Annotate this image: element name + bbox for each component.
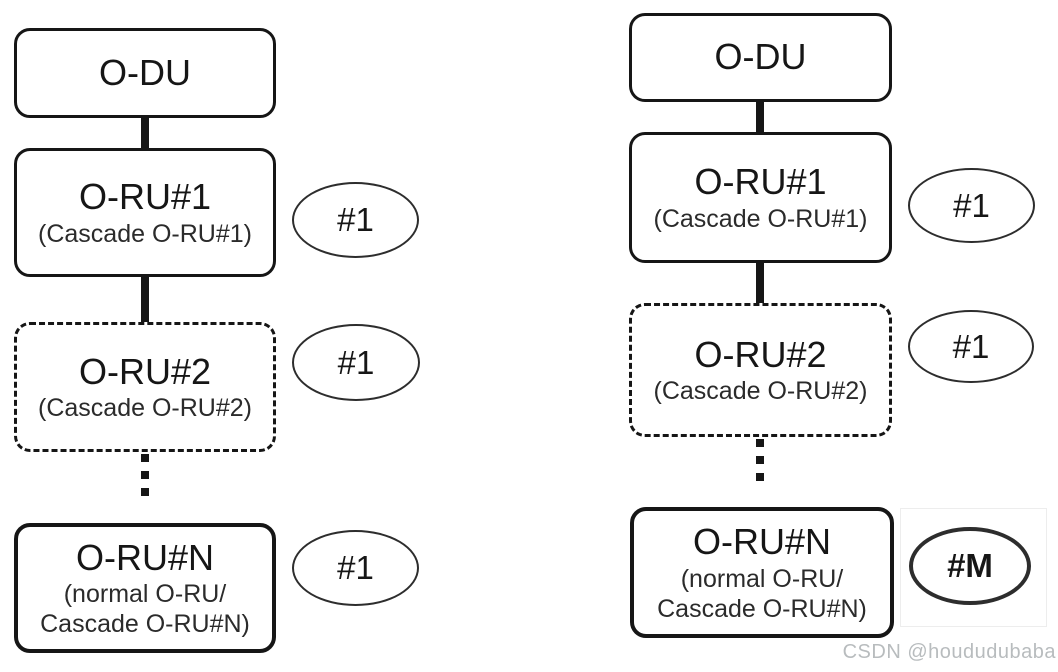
dotted-connector-left [141, 454, 149, 500]
oru2-box-right: O-RU#2 (Cascade O-RU#2) [629, 303, 892, 437]
odu-box-right: O-DU [629, 13, 892, 102]
node-subtitle: (Cascade O-RU#2) [38, 394, 252, 423]
node-title: O-RU#2 [694, 333, 827, 375]
node-subtitle: (normal O-RU/ [680, 564, 844, 593]
odu-box-left: O-DU [14, 28, 276, 118]
node-title: O-RU#N [692, 521, 831, 563]
orun-box-right: O-RU#N (normal O-RU/ Cascade O-RU#N) [630, 507, 894, 638]
connector-oru1-oru2-left [141, 273, 149, 326]
node-title: O-RU#2 [78, 350, 212, 392]
count-ellipse-oru2-right: #1 [908, 310, 1034, 383]
node-subtitle: (Cascade O-RU#2) [653, 377, 868, 406]
node-title: O-RU#1 [78, 176, 212, 218]
node-subtitle: (Cascade O-RU#1) [653, 204, 868, 233]
oru1-box-left: O-RU#1 (Cascade O-RU#1) [14, 148, 276, 277]
node-title: O-DU [99, 51, 191, 93]
node-title: O-DU [714, 36, 807, 78]
node-subtitle: Cascade O-RU#N) [40, 610, 250, 639]
count-ellipse-oru1-left: #1 [292, 182, 419, 258]
count-ellipse-oru1-right: #1 [908, 168, 1035, 243]
node-title: O-RU#1 [694, 161, 827, 203]
node-subtitle: (Cascade O-RU#1) [38, 219, 252, 248]
count-label: #1 [337, 201, 374, 238]
count-ellipse-orun-left: #1 [292, 530, 419, 606]
count-label: #M [947, 547, 993, 584]
connector-odu-oru1-left [141, 114, 149, 152]
node-subtitle: (normal O-RU/ [63, 580, 227, 609]
count-label: #1 [337, 343, 375, 381]
oru2-box-left: O-RU#2 (Cascade O-RU#2) [14, 322, 276, 452]
dotted-connector-right [756, 439, 764, 485]
count-label: #1 [337, 549, 374, 586]
node-subtitle: Cascade O-RU#N) [657, 594, 867, 623]
oru1-box-right: O-RU#1 (Cascade O-RU#1) [629, 132, 892, 263]
count-label: #1 [953, 186, 990, 224]
orun-box-left: O-RU#N (normal O-RU/ Cascade O-RU#N) [14, 523, 276, 653]
node-title: O-RU#N [75, 536, 214, 578]
connector-odu-oru1-right [756, 98, 764, 136]
count-ellipse-oru2-left: #1 [292, 324, 420, 401]
count-ellipse-orun-right: #M [909, 527, 1031, 605]
watermark: CSDN @hoududubaba [842, 641, 1056, 663]
connector-oru1-oru2-right [756, 259, 764, 307]
count-label: #1 [952, 327, 990, 365]
